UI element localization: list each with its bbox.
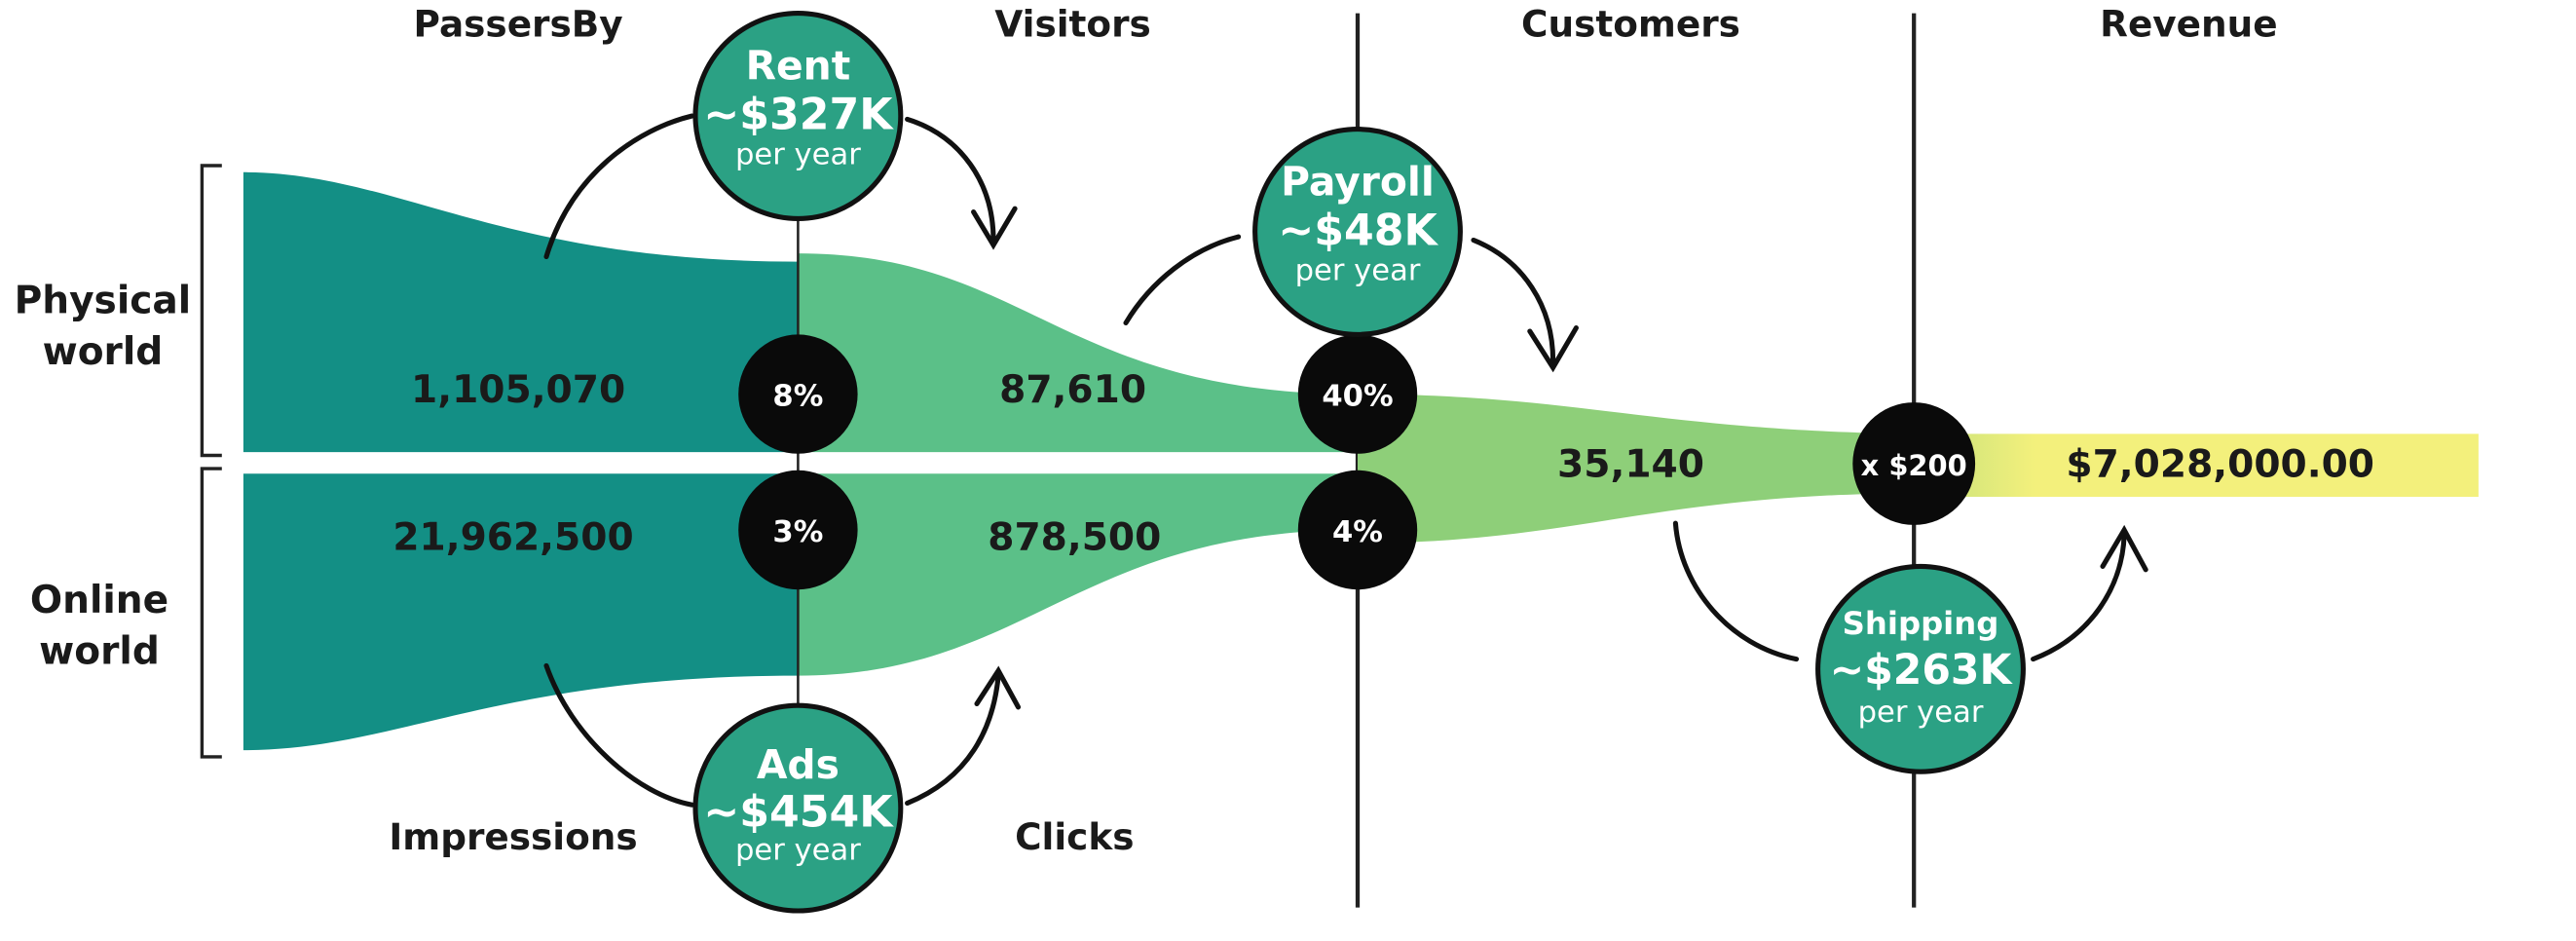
rate-online-conversion: 4%	[1332, 515, 1383, 549]
rate-physical-visit: 8%	[772, 379, 823, 413]
ads-amount: ~$454K	[703, 787, 894, 837]
payroll-cost-circle: Payroll ~$48K per year	[1252, 127, 1463, 337]
rent-arrowhead-icon	[971, 206, 1018, 250]
rent-title: Rent	[746, 43, 851, 90]
label-online-line2: world	[39, 630, 160, 674]
shipping-arrowhead-icon	[2100, 524, 2148, 573]
rent-arrow-out	[905, 116, 996, 244]
price-multiplier-circle: x $200	[1852, 402, 1976, 525]
shipping-cost-circle: Shipping ~$263K per year	[1815, 563, 2026, 774]
label-physical-line2: world	[43, 330, 164, 374]
ads-arrow-in	[543, 662, 695, 808]
shipping-period: per year	[1858, 696, 1984, 730]
shipping-amount: ~$263K	[1830, 647, 2014, 695]
rate-circle-online-conversion: 4%	[1297, 470, 1418, 590]
rate-circle-online-click: 3%	[738, 470, 858, 590]
payroll-title: Payroll	[1281, 159, 1435, 206]
payroll-arrowhead-icon	[1527, 325, 1579, 373]
rent-amount: ~$327K	[703, 91, 894, 140]
payroll-amount: ~$48K	[1278, 207, 1438, 256]
shipping-arrow-out	[2031, 532, 2127, 662]
value-physical-visitors: 87,610	[999, 368, 1146, 412]
physical-bracket	[200, 164, 222, 458]
ads-arrow-out	[905, 673, 1001, 807]
customers-band	[1358, 394, 1915, 544]
value-online-clicks: 878,500	[988, 515, 1161, 559]
payroll-period: per year	[1295, 253, 1421, 287]
label-physical-line1: Physical	[15, 279, 192, 322]
header-visitors: Visitors	[994, 2, 1150, 45]
rate-online-click: 3%	[772, 515, 823, 549]
ads-title: Ads	[757, 741, 840, 788]
label-online-line1: Online	[30, 579, 168, 622]
price-multiplier: x $200	[1861, 449, 1967, 482]
rent-period: per year	[735, 137, 861, 171]
rate-physical-conversion: 40%	[1322, 379, 1393, 413]
rate-circle-physical-visit: 8%	[738, 334, 858, 454]
ads-cost-circle: Ads ~$454K per year	[692, 702, 904, 914]
physical-passersby-band	[243, 171, 799, 453]
value-customers: 35,140	[1557, 443, 1704, 487]
header-customers: Customers	[1521, 2, 1740, 45]
revenue-band	[1887, 433, 2479, 497]
online-bracket	[200, 467, 222, 759]
online-clicks-band	[798, 473, 1358, 676]
value-physical-passersby: 1,105,070	[411, 368, 625, 412]
payroll-arrow-out	[1471, 237, 1556, 364]
shipping-arrow-in	[1672, 520, 1800, 662]
rent-cost-circle: Rent ~$327K per year	[692, 11, 904, 221]
ads-arrowhead-icon	[974, 665, 1022, 710]
footer-clicks: Clicks	[1015, 815, 1134, 858]
rent-arrow-in	[543, 113, 695, 260]
ads-period: per year	[735, 833, 861, 867]
physical-visitors-band	[798, 253, 1358, 453]
rate-circle-physical-conversion: 40%	[1297, 334, 1418, 454]
value-revenue: $7,028,000.00	[2066, 443, 2374, 487]
header-passersby: PassersBy	[414, 2, 623, 45]
payroll-arrow-in	[1123, 234, 1242, 326]
online-impressions-band	[243, 473, 799, 751]
value-online-impressions: 21,962,500	[392, 515, 633, 559]
footer-impressions: Impressions	[389, 815, 637, 858]
header-revenue: Revenue	[2100, 2, 2277, 45]
shipping-title: Shipping	[1843, 605, 1999, 642]
